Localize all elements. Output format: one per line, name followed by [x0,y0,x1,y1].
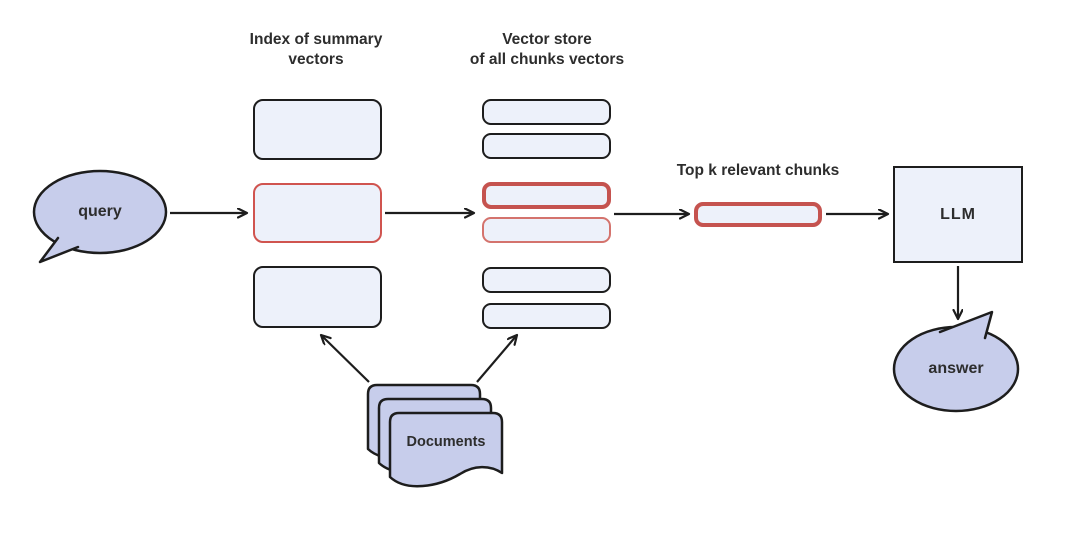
answer-label: answer [928,360,984,377]
document-shape-front [388,411,504,488]
query-bubble-tail [38,236,80,264]
llm-label: LLM [940,205,976,223]
chunk-vector-2-box [482,133,611,159]
chunk-vector-1-box [482,99,611,125]
vector-store-column-title: Vector store of all chunks vectors [469,31,625,68]
summary-vector-2-box [253,183,382,243]
query-label: query [78,203,122,220]
chunk-vector-5-box [482,267,611,293]
summary-vector-1-box [253,99,382,160]
topk-chunk-box [694,202,822,227]
chunk-vector-3-box [482,182,611,209]
index-column-title: Index of summary vectors [249,31,383,68]
answer-bubble-tail [938,310,994,340]
summary-vector-3-box [253,266,382,328]
documents-label: Documents [406,434,486,450]
arrow-documents-to-index [321,335,370,383]
chunk-vector-6-box [482,303,611,329]
topk-label: Top k relevant chunks [676,162,840,179]
query-bubble-shape [32,169,168,255]
llm-box: LLM [893,166,1023,263]
chunk-vector-4-box [482,217,611,243]
arrow-documents-to-vectorstore [476,335,517,383]
